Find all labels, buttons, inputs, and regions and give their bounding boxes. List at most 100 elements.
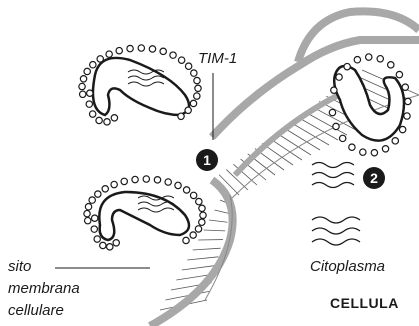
receptor-dot: [132, 176, 138, 182]
receptor-dot: [194, 93, 200, 99]
hatch-line: [215, 210, 230, 214]
receptor-dot: [106, 51, 112, 57]
receptor-dot: [178, 57, 184, 63]
hatch-line: [187, 257, 218, 260]
cytoplasm-rna: [312, 163, 360, 246]
receptor-dot: [405, 98, 411, 104]
hatch-line: [276, 133, 311, 155]
receptor-dot: [399, 126, 405, 132]
receptor-dot: [360, 149, 366, 155]
receptor-dot: [190, 100, 196, 106]
receptor-dot: [160, 48, 166, 54]
receptor-dot: [185, 107, 191, 113]
site-label-line2: membrana: [8, 280, 80, 297]
site-label-line1: sito: [8, 258, 31, 275]
receptor-dot: [79, 83, 85, 89]
receptor-dot: [97, 56, 103, 62]
receptor-dot: [183, 187, 189, 193]
receptor-dot: [85, 204, 91, 210]
receptor-dot: [175, 182, 181, 188]
receptor-dot: [84, 68, 90, 74]
hatch-line: [193, 248, 221, 250]
hatch-line: [291, 122, 329, 145]
receptor-dot: [183, 237, 189, 243]
receptor-dot: [95, 191, 101, 197]
svg-text:2: 2: [370, 170, 378, 186]
receptor-dot: [349, 144, 355, 150]
tim1-label: TIM-1: [198, 50, 237, 67]
receptor-dot: [331, 87, 337, 93]
receptor-dot: [404, 113, 410, 119]
vesicle-1: [79, 45, 201, 125]
receptor-dot: [89, 197, 95, 203]
receptor-dot: [96, 117, 102, 123]
hatch-line: [204, 230, 226, 231]
marker-2: 2: [363, 167, 385, 189]
receptor-dot: [200, 212, 206, 218]
receptor-dot: [194, 77, 200, 83]
svg-text:1: 1: [203, 152, 211, 168]
vesicle-2: [84, 176, 206, 250]
receptor-dot: [86, 101, 92, 107]
receptor-dot: [388, 62, 394, 68]
hatch-line: [209, 220, 227, 222]
receptor-dot: [91, 215, 97, 221]
receptor-dot: [91, 226, 97, 232]
receptor-dot: [143, 176, 149, 182]
receptor-dot: [199, 219, 205, 225]
receptor-dot: [354, 57, 360, 63]
receptor-dot: [94, 236, 100, 242]
receptor-dot: [87, 90, 93, 96]
receptor-dot: [339, 135, 345, 141]
vesicle-3: [329, 54, 411, 156]
receptor-dot: [111, 181, 117, 187]
receptor-dot: [85, 217, 91, 223]
marker-1: 1: [196, 149, 218, 171]
receptor-dot: [102, 186, 108, 192]
receptor-dot: [104, 119, 110, 125]
receptor-dot: [89, 111, 95, 117]
receptor-dot: [80, 91, 86, 97]
receptor-dot: [149, 46, 155, 52]
receptor-dot: [377, 56, 383, 62]
receptor-dot: [80, 76, 86, 82]
receptor-dot: [366, 54, 372, 60]
receptor-dot: [195, 226, 201, 232]
hatch-line: [182, 265, 216, 270]
receptor-dot: [116, 47, 122, 53]
receptor-dot: [392, 138, 398, 144]
receptor-dot: [333, 123, 339, 129]
site-label-line3: cellulare: [8, 302, 64, 319]
receptor-dot: [344, 63, 350, 69]
receptor-dot: [196, 198, 202, 204]
receptor-dot: [170, 52, 176, 58]
receptor-dot: [199, 205, 205, 211]
receptor-dot: [402, 84, 408, 90]
cell-label: CELLULA: [330, 295, 399, 311]
hatch-line: [283, 128, 320, 150]
receptor-dot: [329, 109, 335, 115]
receptor-dot: [195, 85, 201, 91]
receptor-dot: [84, 210, 90, 216]
receptor-dot: [396, 71, 402, 77]
receptor-dot: [178, 113, 184, 119]
receptor-dot: [154, 177, 160, 183]
receptor-dot: [107, 244, 113, 250]
receptor-dot: [138, 45, 144, 51]
receptor-dot: [100, 242, 106, 248]
receptor-dot: [121, 178, 127, 184]
receptor-dot: [90, 62, 96, 68]
receptor-dot: [371, 149, 377, 155]
receptor-dot: [191, 70, 197, 76]
receptor-dot: [190, 192, 196, 198]
receptor-dot: [127, 45, 133, 51]
receptor-dot: [336, 74, 342, 80]
receptor-dot: [185, 63, 191, 69]
receptor-dot: [111, 115, 117, 121]
receptor-dot: [190, 232, 196, 238]
receptor-dot: [165, 179, 171, 185]
receptor-dot: [382, 146, 388, 152]
receptor-dot: [113, 240, 119, 246]
cytoplasm-label: Citoplasma: [310, 258, 385, 275]
